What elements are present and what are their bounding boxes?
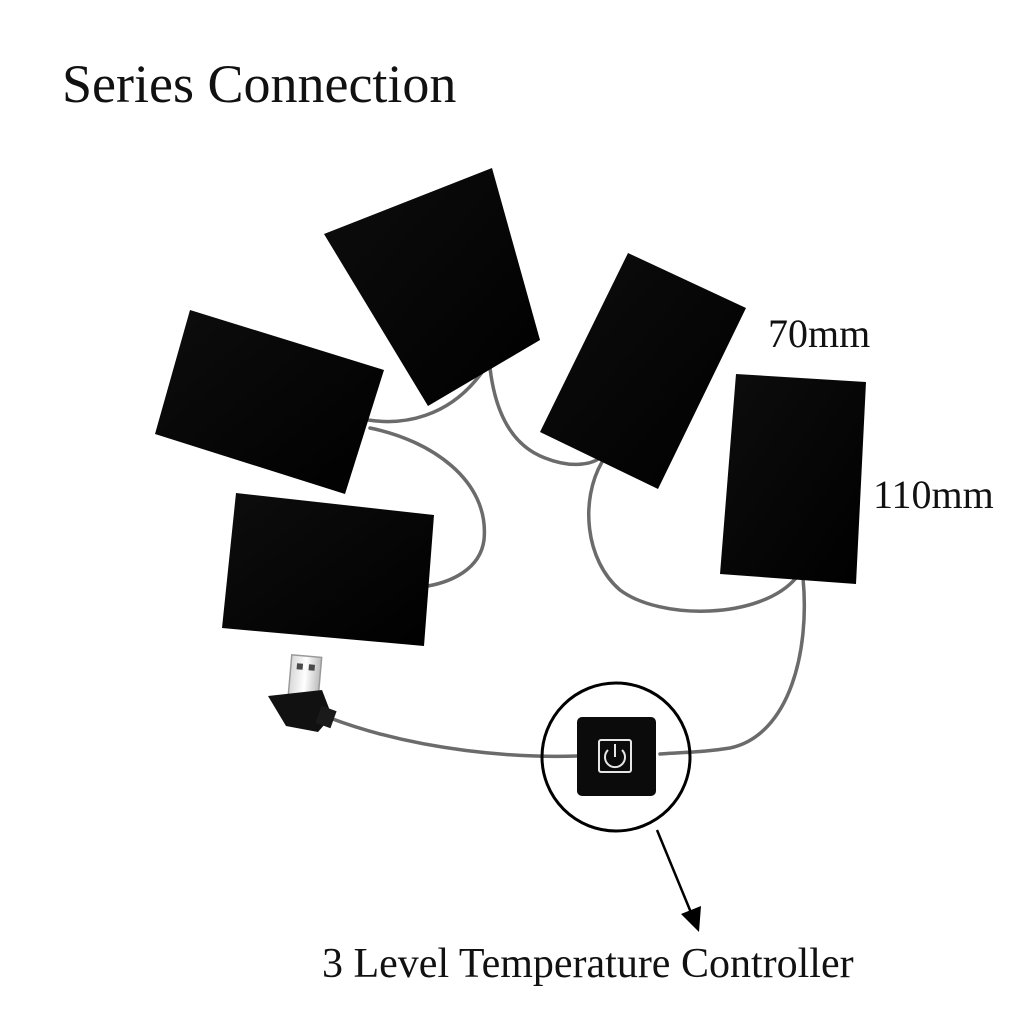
cable-pad4-controller <box>658 576 807 756</box>
heating-pads <box>155 168 866 646</box>
caption-arrow <box>655 829 701 932</box>
controller-magnifier <box>540 681 692 833</box>
controller-button-body <box>577 717 656 796</box>
power-icon <box>598 739 632 773</box>
controller-caption: 3 Level Temperature Controller <box>322 941 854 987</box>
usb-plug-icon <box>268 653 337 732</box>
cable-pad3-pad4 <box>587 460 798 613</box>
cables <box>328 366 807 759</box>
height-dimension-label: 110mm <box>873 472 994 517</box>
cable-controller-usb <box>328 716 580 759</box>
title: Series Connection <box>62 54 456 114</box>
cable-pad1-pad5 <box>368 426 487 588</box>
heating-pad-3 <box>540 253 746 489</box>
heating-pad-1 <box>155 310 384 494</box>
temperature-controller <box>540 681 692 833</box>
heating-pad-5 <box>222 493 434 646</box>
heating-pad-2 <box>324 168 540 406</box>
cable-pad1-pad2 <box>366 366 487 424</box>
cable-pad2-pad3 <box>488 366 602 467</box>
width-dimension-label: 70mm <box>768 311 870 356</box>
heating-pad-4 <box>720 374 866 584</box>
